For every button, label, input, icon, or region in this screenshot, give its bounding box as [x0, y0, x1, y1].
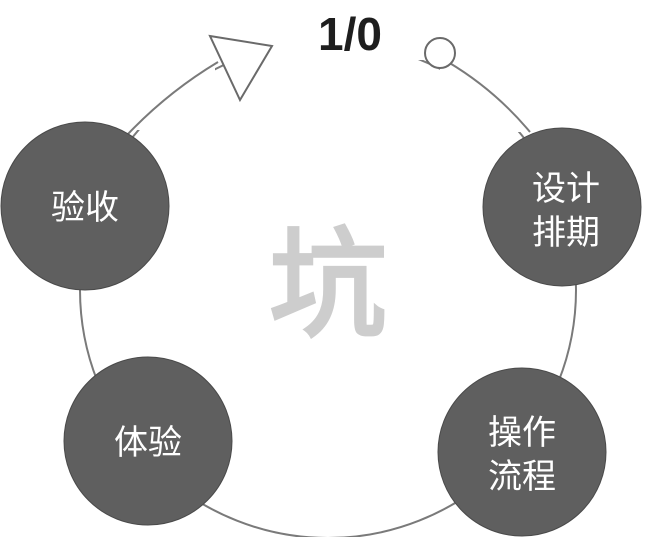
node-operation-circle [437, 367, 607, 537]
node-operation-label-line-1: 操作 [488, 413, 556, 453]
cycle-start-marker [424, 37, 456, 69]
node-design-label-line-2: 排期 [532, 213, 600, 253]
node-acceptance: 验收 [0, 121, 170, 291]
node-acceptance-label: 验收 [51, 188, 119, 228]
node-operation: 操作 流程 [437, 367, 607, 537]
cycle-arc-left [127, 61, 219, 135]
cycle-arc-right [447, 61, 531, 133]
node-experience-circle [63, 356, 233, 526]
cycle-arrow-head [208, 34, 274, 103]
center-label: 坑 [269, 216, 387, 354]
node-acceptance-circle [0, 121, 170, 291]
node-experience: 体验 [63, 356, 233, 526]
node-experience-label: 体验 [114, 423, 182, 463]
node-design-circle [482, 127, 642, 287]
diagram-title: 1/0 [318, 8, 382, 60]
node-operation-label-line-2: 流程 [488, 457, 556, 497]
node-design-label-line-1: 设计 [532, 169, 600, 209]
cycle-gap-mask-left [120, 60, 215, 130]
node-design: 设计 排期 [482, 127, 642, 287]
cycle-gap-mask-right [440, 60, 540, 132]
